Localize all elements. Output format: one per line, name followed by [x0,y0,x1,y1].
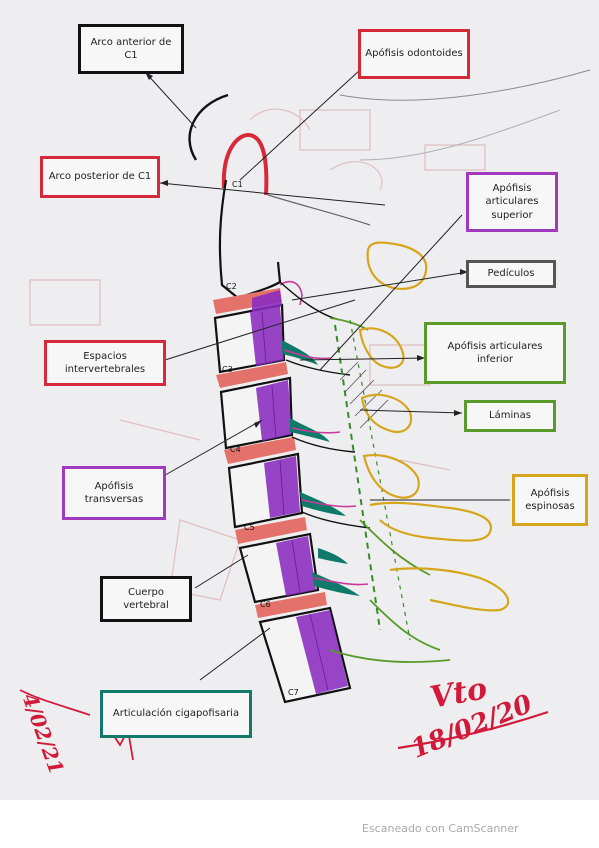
arrow-heads [145,72,468,428]
vertebra-tag-c3: C3 [222,365,233,374]
label-text: Apófisis transversas [84,480,144,506]
spinal-canal-line [349,319,411,641]
c1-anterior-arch [188,93,229,161]
label-arco-posterior: Arco posterior de C1 [40,156,160,198]
label-text: Apófisis articulares inferior [447,340,543,366]
articular-outlines [279,280,369,586]
label-text: Pedículos [487,268,535,280]
label-text: Láminas [489,410,531,422]
label-apofisis-articular-inferior: Apófisis articulares inferior [424,322,566,384]
intervertebral-discs [213,288,327,618]
label-text: Cuerpo vertebral [123,586,169,612]
label-text: Arco anterior de C1 [90,36,172,62]
c2-outline [218,179,282,300]
vertebra-tag-c6: C6 [260,600,271,609]
background-sketch [29,108,486,601]
label-pediculos: Pedículos [466,260,556,288]
lamina-hatch [339,361,389,429]
label-arco-anterior: Arco anterior de C1 [78,24,184,74]
spine-diagram [19,69,591,761]
label-text: Apófisis odontoides [365,48,463,60]
posterior-elements-outline [279,281,371,529]
purple-stripes [261,311,329,691]
label-apofisis-articular-superior: Apófisis articulares superior [466,172,558,232]
spinous-processes [358,241,510,612]
label-text: Arco posterior de C1 [48,171,152,183]
vertebra-tag-c4: C4 [230,445,241,454]
lamina-outlines [329,317,451,663]
vertebra-tag-c7: C7 [288,688,299,697]
label-cuerpo-vertebral: Cuerpo vertebral [100,576,192,622]
label-apofisis-transversas: Apófisis transversas [62,466,166,520]
connector-lines [144,69,510,681]
label-text: Apófisis espinosas [525,487,575,513]
label-text: Espacios intervertebrales [64,350,146,376]
vertebra-tag-c1: C1 [232,180,243,189]
c2-posterior-outline [267,194,371,226]
label-articulacion-cigapofisaria: Articulación cigapofisaria [100,690,252,738]
label-apofisis-espinosas: Apófisis espinosas [512,474,588,526]
label-espacios-intervertebrales: Espacios intervertebrales [44,340,166,386]
spinal-canal-line [334,324,381,631]
vertebra-tag-c5: C5 [244,523,255,532]
background-curve [359,109,561,161]
label-apofisis-odontoides: Apófisis odontoides [358,29,470,79]
label-text: Articulación cigapofisaria [112,708,240,720]
odontoid-process [221,132,269,196]
vertebra-tag-c2: C2 [226,282,237,291]
signature-underline [397,710,549,750]
label-laminas: Láminas [464,400,556,432]
scanner-footer: Escaneado con CamScanner [362,822,519,835]
label-text: Apófisis articulares superior [485,182,539,221]
background-curve [339,69,591,101]
